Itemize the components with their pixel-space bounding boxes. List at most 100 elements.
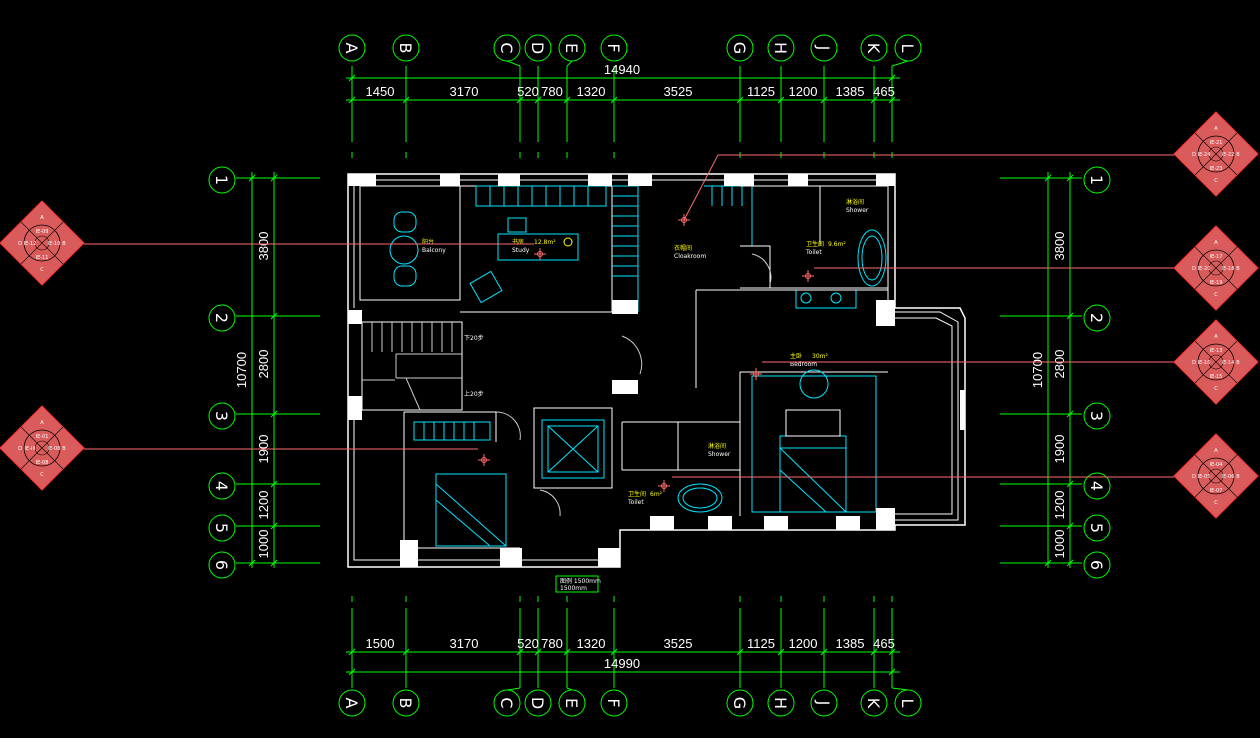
marker-target-cross — [478, 454, 490, 466]
grid-bubble-col — [524, 34, 552, 62]
dim-segment: 520 — [517, 84, 539, 99]
grid-bubble-leader — [891, 687, 909, 691]
grid-bubble-col — [860, 689, 888, 717]
elevation-letter: B — [1236, 152, 1240, 158]
marker-target-cross — [534, 248, 546, 260]
cabinet-band-top — [475, 185, 607, 207]
dim-tick — [534, 96, 542, 104]
elevator-cross — [547, 425, 599, 473]
grid-label-col-j: J — [814, 45, 833, 51]
marker-target-cross — [678, 214, 690, 226]
elevation-code-bottom: IE-07 — [1210, 488, 1223, 494]
elevation-code-left: IE-24 — [1198, 152, 1211, 158]
dim-tick — [248, 559, 256, 567]
dim-segment: 1200 — [1052, 491, 1067, 520]
dim-tick — [1066, 312, 1074, 320]
dim-segment: 1000 — [1052, 530, 1067, 559]
grid-bubble-leader — [506, 687, 521, 691]
balcony-table — [389, 235, 419, 265]
elevation-ring — [23, 429, 61, 467]
grid-bubble-col — [392, 34, 420, 62]
room-name: 卫生间 — [628, 490, 646, 498]
grid-label-col-h: H — [771, 42, 790, 54]
elevation-letter: B — [62, 446, 66, 452]
dim-tick — [1044, 174, 1052, 182]
dim-tick — [348, 648, 356, 656]
grid-bubble-row — [1083, 166, 1111, 194]
study-chair — [507, 217, 527, 233]
grid-bubble-leader — [891, 60, 909, 67]
grid-bubble-row — [1083, 514, 1111, 542]
elevation-cross — [1194, 340, 1238, 384]
elevation-code-right: IE-08 — [48, 446, 61, 452]
dim-tick — [777, 96, 785, 104]
room-sub: Shower — [708, 451, 731, 458]
elevation-cross — [1194, 246, 1238, 290]
elevation-cross — [20, 221, 64, 265]
marker-leader-line — [683, 154, 1174, 221]
elevation-inner-ring — [1208, 354, 1224, 370]
elevation-code-center: IE-17 — [1210, 254, 1223, 260]
dim-segment: 1385 — [836, 84, 865, 99]
dim-tick — [777, 648, 785, 656]
bay-window-inner — [895, 317, 953, 515]
legend-line-1: 图例 1500mm — [560, 577, 601, 585]
sink-1 — [800, 292, 812, 304]
marker-target-cross — [658, 480, 670, 492]
toilet-top-right-wall — [740, 185, 888, 289]
grid-bubble-col — [338, 34, 366, 62]
grid-bubble-row — [1083, 402, 1111, 430]
elevation-ring — [23, 224, 61, 262]
grid-label-col-d: D — [528, 42, 547, 54]
balcony-chair-2 — [393, 265, 417, 287]
stair-up-label: 上20步 — [464, 390, 484, 398]
elevation-letter: C — [40, 472, 44, 478]
study-lamp — [563, 237, 573, 247]
dim-total: 10700 — [234, 352, 249, 388]
room-name: 淋浴间 — [846, 198, 864, 206]
dim-tick — [516, 648, 524, 656]
dim-tick — [348, 96, 356, 104]
elevation-code-bottom: IE-23 — [1210, 166, 1223, 172]
dim-segment: 1200 — [789, 636, 818, 651]
elevation-cross — [20, 426, 64, 470]
room-name: 衣帽间 — [674, 244, 692, 252]
grid-label-col-d: D — [528, 697, 547, 709]
bay-window — [895, 311, 959, 521]
elevation-letter: A — [1214, 448, 1218, 454]
dim-total: 10700 — [1030, 352, 1045, 388]
door-arc-4 — [539, 489, 561, 517]
door-arc-3 — [751, 253, 772, 285]
toilet-bottom-wall — [621, 421, 740, 471]
room-sub: Shower — [846, 207, 869, 214]
elevation-code-left: IE-05 — [1198, 474, 1211, 480]
grid-label-row-3: 3 — [1087, 411, 1106, 421]
elevator-shaft — [533, 407, 613, 489]
grid-bubble-col — [392, 689, 420, 717]
dim-segment: 1200 — [789, 84, 818, 99]
grid-label-row-1: 1 — [1087, 175, 1106, 185]
dim-tick — [1066, 522, 1074, 530]
grid-bubble-col — [767, 34, 795, 62]
elevation-letter: B — [1236, 474, 1240, 480]
room-name: 淋浴间 — [708, 442, 726, 450]
bathtub-top-inner — [861, 235, 883, 281]
grid-label-row-6: 6 — [1087, 560, 1106, 570]
room-area: 6m² — [650, 491, 663, 498]
grid-bubble-row — [208, 166, 236, 194]
marker-target-cross — [750, 368, 762, 380]
balcony-wall — [359, 185, 461, 301]
dim-segment: 465 — [873, 636, 895, 651]
elevation-code-bottom: IE-11 — [36, 255, 49, 261]
dim-tick — [888, 74, 896, 82]
dim-tick — [870, 96, 878, 104]
grid-label-row-5: 5 — [212, 523, 231, 533]
elevation-code-left: IE-16 — [1198, 360, 1211, 366]
elevation-ring — [1197, 135, 1235, 173]
grid-bubble-leader — [566, 687, 573, 691]
elevation-code-right: IE-18 — [1222, 266, 1235, 272]
dim-tick — [610, 648, 618, 656]
dim-segment: 3170 — [450, 84, 479, 99]
